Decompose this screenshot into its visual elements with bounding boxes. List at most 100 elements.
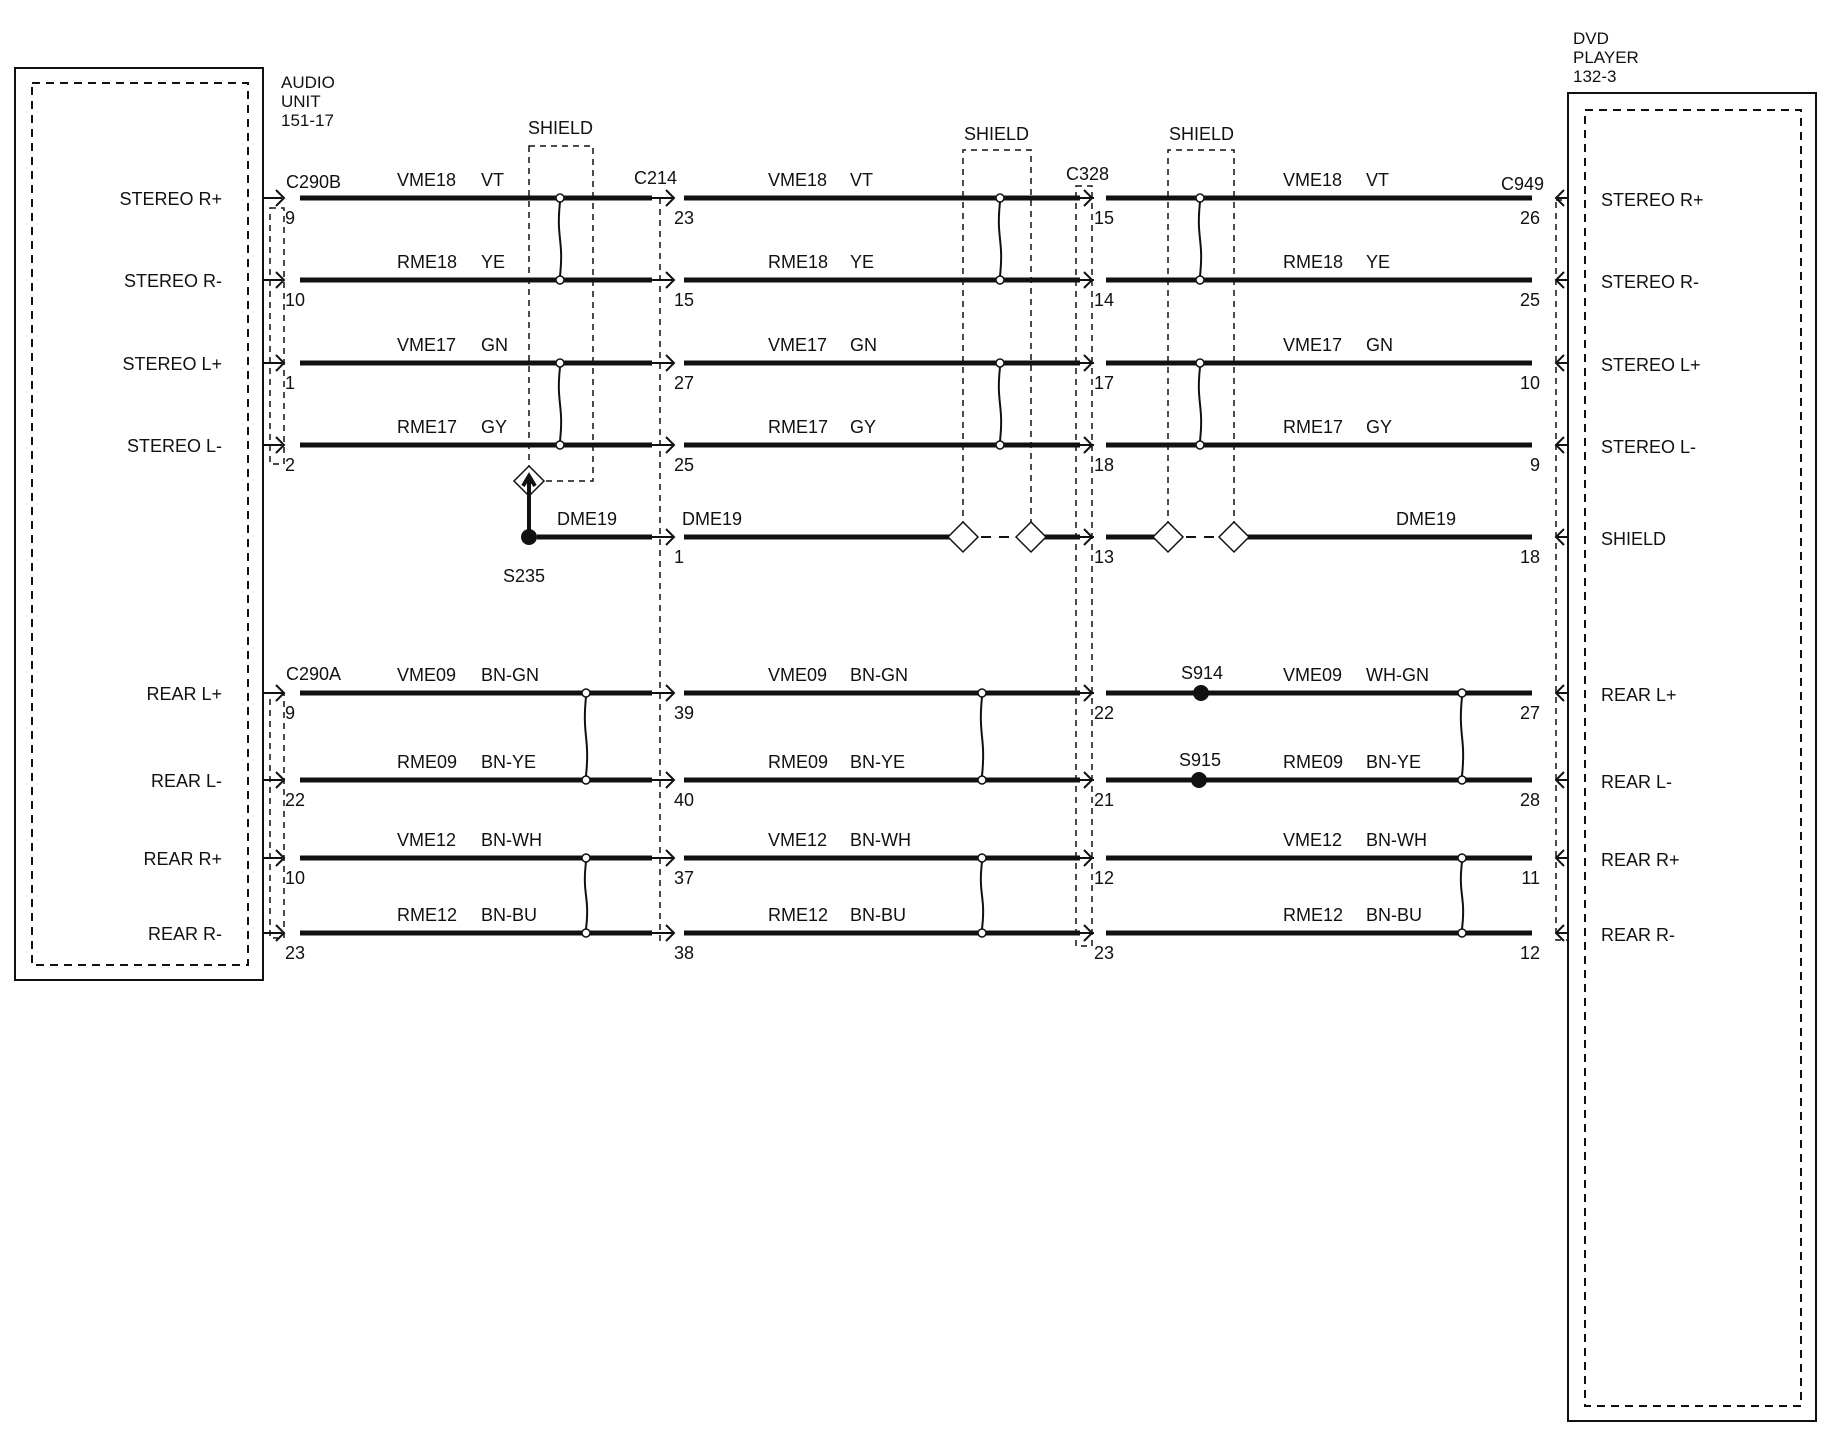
twist-stereo-r-seg2-top <box>995 193 1005 203</box>
twist-rear-l-seg3-line <box>1459 696 1465 777</box>
pin-c328-8: 23 <box>1094 943 1114 963</box>
splice-s915-dot <box>1191 772 1207 788</box>
seg1-color-7: BN-WH <box>481 830 542 850</box>
right-label-1: STEREO R- <box>1601 272 1699 292</box>
twist-stereo-l-seg3-top <box>1195 358 1205 368</box>
twist-stereo-r-seg2-bottom <box>995 275 1005 285</box>
shield-label-1: SHIELD <box>528 118 593 138</box>
pin-c949-2: 10 <box>1520 373 1540 393</box>
splice-s914-dot <box>1193 685 1209 701</box>
splice-s235-dot <box>521 529 537 545</box>
twist-stereo-r-seg3-line <box>1197 201 1203 277</box>
seg1-color-6: BN-YE <box>481 752 536 772</box>
connector-c328-outline <box>1075 185 1093 947</box>
pin-c949-0: 26 <box>1520 208 1540 228</box>
shield-box-3 <box>1167 149 1235 538</box>
seg3-circuit-8: RME12 <box>1283 905 1343 925</box>
pin-c949-7: 11 <box>1521 868 1540 888</box>
seg1-color-5: BN-GN <box>481 665 539 685</box>
right-label-6: REAR L- <box>1601 772 1672 792</box>
pin-c214-0: 23 <box>674 208 694 228</box>
pin-audio-8: 23 <box>285 943 305 963</box>
seg2-circuit-2: VME17 <box>768 335 827 355</box>
pin-audio-7: 10 <box>285 868 305 888</box>
seg2-circuit-6: RME09 <box>768 752 828 772</box>
right-label-4: SHIELD <box>1601 529 1666 549</box>
seg2-circuit-3: RME17 <box>768 417 828 437</box>
twist-rear-l-seg3-top <box>1457 688 1467 698</box>
seg2-color-0: VT <box>850 170 873 190</box>
shield-box-1 <box>528 145 594 482</box>
seg2-circuit-8: RME12 <box>768 905 828 925</box>
seg3-color-6: BN-YE <box>1366 752 1421 772</box>
twist-rear-r-seg3-top <box>1457 853 1467 863</box>
pin-c214-3: 25 <box>674 455 694 475</box>
chevron-audio-3 <box>275 436 286 454</box>
audio-unit-box <box>14 67 264 981</box>
twist-stereo-r-seg1-line <box>557 201 563 277</box>
chevron-audio-5 <box>275 684 286 702</box>
chevron-audio-0 <box>275 189 286 207</box>
seg2-color-8: BN-BU <box>850 905 906 925</box>
right-label-0: STEREO R+ <box>1601 190 1704 210</box>
left-label-8: REAR R- <box>148 924 222 944</box>
twist-rear-l-seg2-bottom <box>977 775 987 785</box>
chevron-audio-8 <box>275 924 286 942</box>
seg3-color-0: VT <box>1366 170 1389 190</box>
seg3-circuit-2: VME17 <box>1283 335 1342 355</box>
seg1-circuit-8: RME12 <box>397 905 457 925</box>
shield-3-termination-left <box>1151 520 1185 554</box>
seg1-circuit-2: VME17 <box>397 335 456 355</box>
dvd-player-title-1: PLAYER <box>1573 48 1639 67</box>
shield-2-termination-right <box>1014 520 1048 554</box>
splice-s915-label: S915 <box>1179 750 1221 770</box>
pin-c949-3: 9 <box>1530 455 1540 475</box>
seg2-circuit-5: VME09 <box>768 665 827 685</box>
splice-s914-label: S914 <box>1181 663 1223 683</box>
seg1-circuit-7: VME12 <box>397 830 456 850</box>
twist-rear-r-seg1-top <box>581 853 591 863</box>
twist-rear-l-seg1-top <box>581 688 591 698</box>
pin-c328-1: 14 <box>1094 290 1114 310</box>
pin-c949-6: 28 <box>1520 790 1540 810</box>
pin-c949-4: 18 <box>1520 547 1540 567</box>
pin-c328-0: 15 <box>1094 208 1114 228</box>
seg1-color-0: VT <box>481 170 504 190</box>
twist-rear-r-seg2-bottom <box>977 928 987 938</box>
twist-stereo-r-seg1-top <box>555 193 565 203</box>
shield-1-drain-arrow <box>521 472 537 505</box>
pin-audio-1: 10 <box>285 290 305 310</box>
seg2-circuit-1: RME18 <box>768 252 828 272</box>
seg1-circuit-5: VME09 <box>397 665 456 685</box>
twist-rear-r-seg1-line <box>583 861 589 930</box>
left-label-2: STEREO L+ <box>122 354 222 374</box>
twist-rear-l-seg3-bottom <box>1457 775 1467 785</box>
shield-3-termination-right <box>1217 520 1251 554</box>
twist-stereo-l-seg1-line <box>557 366 563 442</box>
pin-c328-3: 18 <box>1094 455 1114 475</box>
seg3-circuit-4: DME19 <box>1396 509 1456 529</box>
audio-unit-title-2: 151-17 <box>281 111 334 130</box>
twist-rear-r-seg1-bottom <box>581 928 591 938</box>
pin-c214-4: 1 <box>674 547 684 567</box>
twist-rear-r-seg3-line <box>1459 861 1465 930</box>
connector-c328-label: C328 <box>1066 164 1109 184</box>
seg3-color-3: GY <box>1366 417 1392 437</box>
connector-c290b-outline <box>269 207 285 465</box>
seg2-color-3: GY <box>850 417 876 437</box>
connector-c214-label: C214 <box>634 168 677 188</box>
seg3-circuit-0: VME18 <box>1283 170 1342 190</box>
seg3-color-1: YE <box>1366 252 1390 272</box>
twist-stereo-l-seg1-top <box>555 358 565 368</box>
pin-audio-6: 22 <box>285 790 305 810</box>
seg1-circuit-4: DME19 <box>557 509 617 529</box>
right-label-2: STEREO L+ <box>1601 355 1701 375</box>
shield-2-termination-left <box>946 520 980 554</box>
shield-label-2: SHIELD <box>964 124 1029 144</box>
connector-c949-label: C949 <box>1501 174 1544 194</box>
left-label-7: REAR R+ <box>143 849 222 869</box>
twist-stereo-r-seg2-line <box>997 201 1003 277</box>
dvd-player-title-2: 132-3 <box>1573 67 1616 86</box>
twist-stereo-r-seg3-top <box>1195 193 1205 203</box>
seg2-circuit-0: VME18 <box>768 170 827 190</box>
